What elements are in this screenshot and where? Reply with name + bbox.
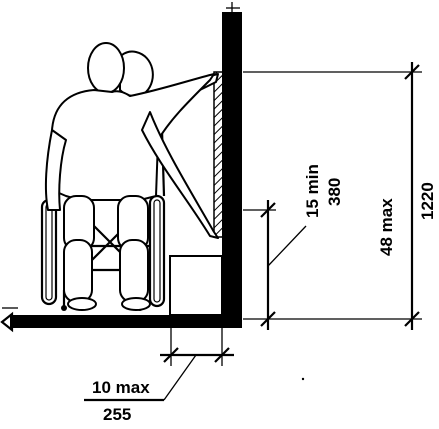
- dimension-max-height: 48 max 1220: [243, 62, 437, 330]
- control-zone-hatched: [213, 71, 224, 238]
- max-height-value: 1220: [418, 182, 437, 220]
- obstruction-depth-label: 10 max: [92, 378, 150, 397]
- scan-speck: [301, 377, 305, 381]
- person-seated-figure: [44, 42, 219, 311]
- floor: [0, 307, 242, 333]
- max-height-label: 48 max: [377, 198, 396, 256]
- dimension-side-reach: 15 min 380: [243, 164, 344, 330]
- side-reach-label: 15 min: [303, 164, 322, 218]
- wall: [222, 2, 242, 328]
- obstruction-counter: [169, 255, 223, 316]
- dimension-obstruction-depth: 10 max 255: [84, 328, 234, 424]
- side-reach-value: 380: [325, 178, 344, 206]
- obstruction-depth-value: 255: [103, 405, 131, 424]
